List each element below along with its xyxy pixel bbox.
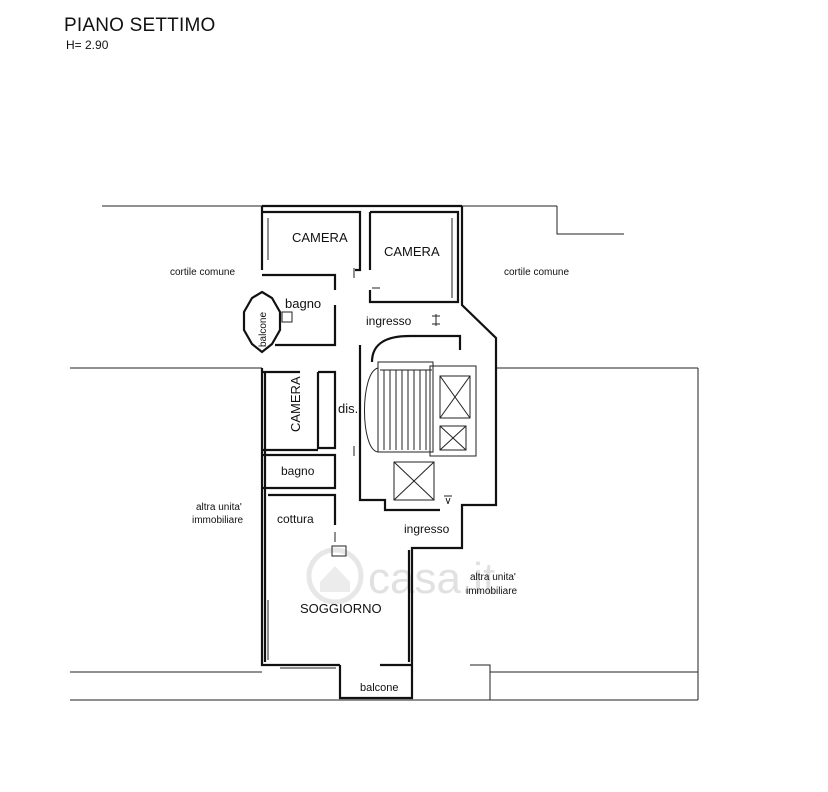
elevator-main-icon: [393, 461, 435, 501]
area-label-altra-left-1: altra unita': [196, 502, 242, 513]
interior-walls: [242, 210, 491, 700]
room-label-bagno-1: bagno: [285, 296, 321, 311]
room-label-soggiorno: SOGGIORNO: [300, 601, 382, 616]
room-label-camera-1: CAMERA: [292, 230, 348, 245]
room-label-bagno-2: bagno: [281, 464, 315, 478]
meter-icon-1: [432, 314, 440, 326]
room-label-ingresso-2: ingresso: [404, 522, 450, 536]
room-label-cottura: cottura: [277, 512, 314, 526]
stair-treads: [383, 370, 427, 450]
room-label-ingresso-1: ingresso: [366, 314, 412, 328]
room-label-balcone-bottom: balcone: [360, 682, 399, 694]
room-label-camera-2: CAMERA: [384, 244, 440, 259]
area-label-altra-right-1: altra unita': [470, 572, 516, 583]
watermark: casa.it: [306, 547, 495, 605]
plan-title: PIANO SETTIMO: [64, 15, 216, 36]
ceiling-height: H= 2.90: [66, 38, 109, 52]
watermark-text: casa.it: [368, 554, 495, 603]
area-label-altra-right-2: immobiliare: [466, 586, 518, 597]
elevator-shaft-small-icon: [439, 425, 467, 451]
house-logo-icon: [306, 547, 364, 605]
meter-icon-2: [444, 495, 452, 505]
area-label-cortile-left: cortile comune: [170, 267, 235, 278]
area-label-altra-left-2: immobiliare: [192, 515, 244, 526]
elevator-shaft-icon: [439, 375, 471, 419]
room-label-balcone-side: balcone: [258, 312, 269, 347]
room-label-camera-3: CAMERA: [288, 376, 303, 432]
outer-walls: [260, 204, 498, 669]
area-label-cortile-right: cortile comune: [504, 267, 569, 278]
room-label-dis: dis.: [338, 401, 358, 416]
site-context-lines: [70, 205, 699, 701]
